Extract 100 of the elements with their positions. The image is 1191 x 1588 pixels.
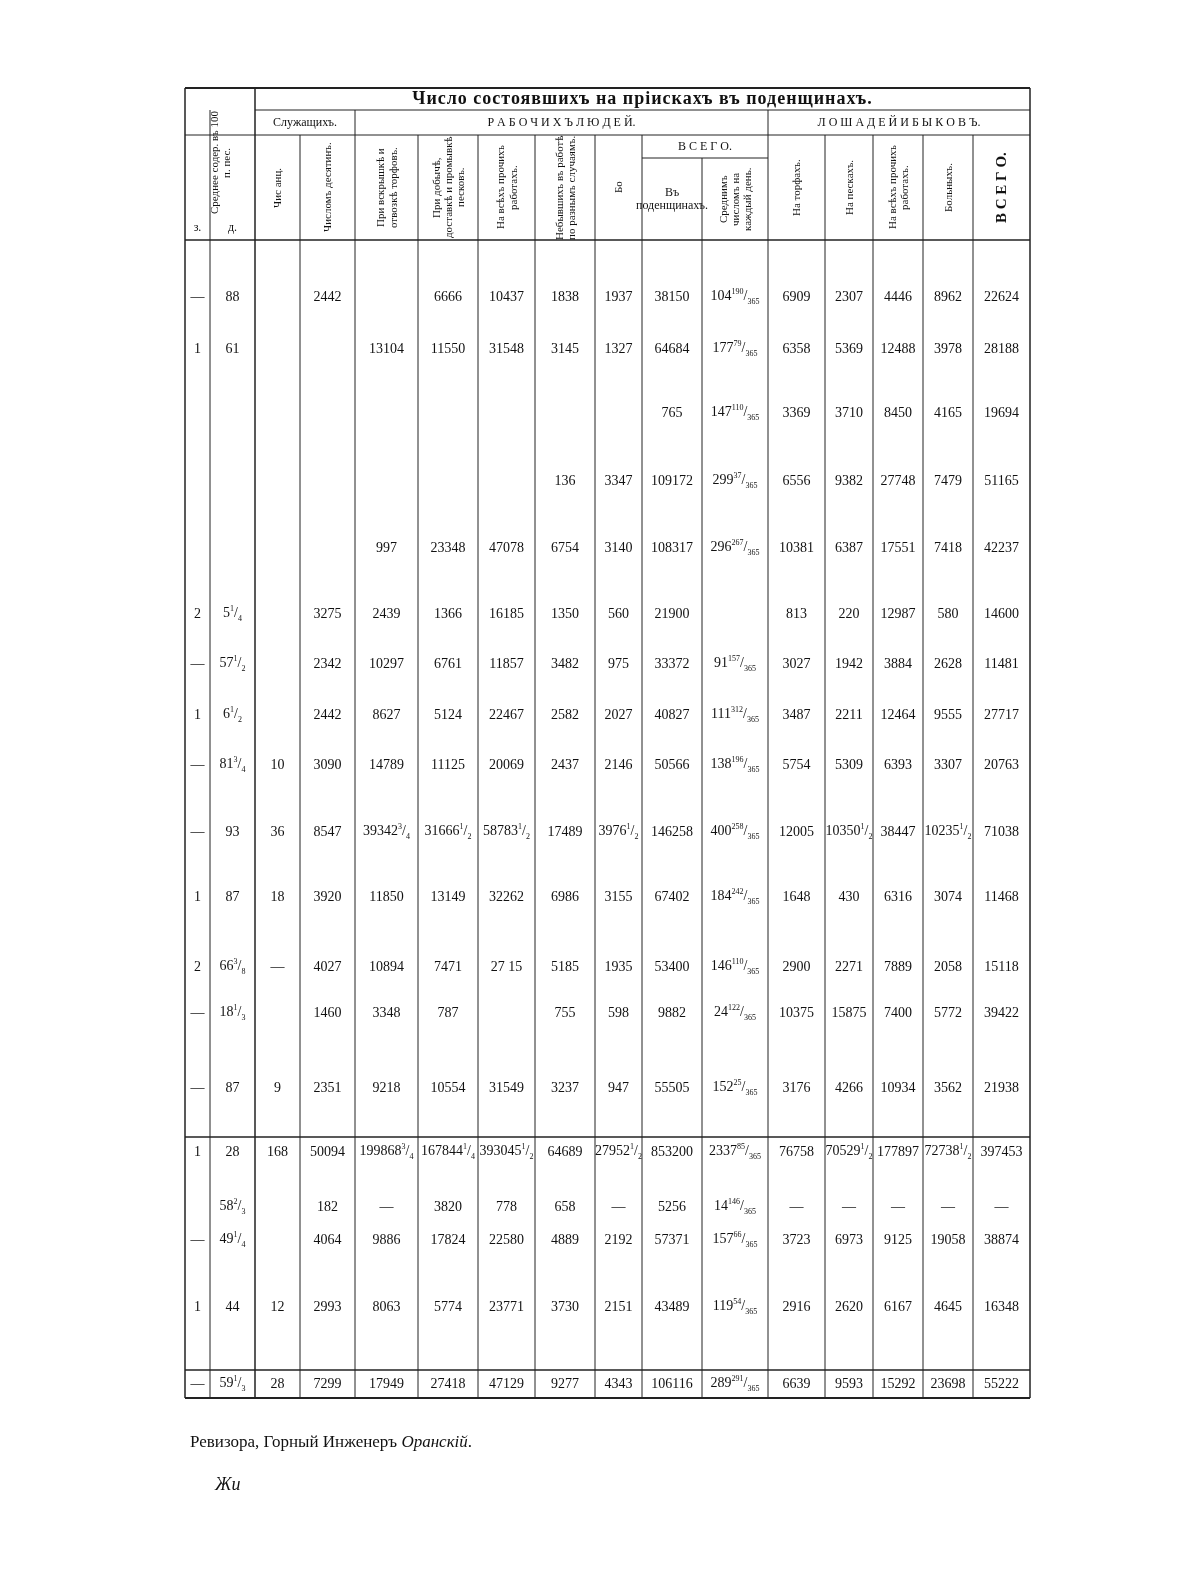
table-cell: 1 xyxy=(194,707,201,723)
table-cell: 2027 xyxy=(604,707,633,723)
table-cell: 9555 xyxy=(934,707,962,723)
table-cell: 152$^{25}$/$_{365}$ xyxy=(712,1078,758,1098)
table-cell: 15875 xyxy=(831,1005,867,1021)
table-cell: 813 xyxy=(786,606,807,622)
table-cell: 12464 xyxy=(880,707,916,723)
table-cell: 400$^{258}$/$_{365}$ xyxy=(710,822,760,842)
table-cell: 4064 xyxy=(313,1232,342,1248)
table-cell: — xyxy=(994,1199,1009,1215)
table-cell: 27717 xyxy=(984,707,1019,723)
table-cell: 87 xyxy=(225,889,240,905)
table-cell: 853200 xyxy=(651,1144,693,1160)
table-cell: — xyxy=(190,289,205,305)
table-cell: 27748 xyxy=(880,473,916,489)
table-cell: 3145 xyxy=(551,341,579,357)
table-cell: 5754 xyxy=(782,757,811,773)
table-cell: 3976$^{1}$/$_{2}$ xyxy=(598,822,639,842)
table-cell: 7889 xyxy=(884,959,912,975)
table-cell: 22580 xyxy=(489,1232,524,1248)
table-cell: — xyxy=(789,1199,804,1215)
table-cell: 2337$^{85}$/$_{365}$ xyxy=(709,1142,761,1162)
table-cell: 580 xyxy=(937,606,959,622)
column-header: Чис анц. xyxy=(271,167,284,208)
table-cell: 9218 xyxy=(372,1080,401,1096)
column-header: Бо xyxy=(612,181,625,194)
table-cell: — xyxy=(190,656,205,672)
table-cell: 3074 xyxy=(934,889,962,905)
table-cell: 2 xyxy=(194,959,201,975)
table-cell: 87 xyxy=(225,1080,240,1096)
table-cell: 22467 xyxy=(489,707,524,723)
table-cell: 19694 xyxy=(984,405,1019,421)
handwritten-note: Жи xyxy=(215,1475,241,1495)
table-cell: 778 xyxy=(496,1199,517,1215)
column-header: з. xyxy=(193,220,202,235)
table-cell: 6754 xyxy=(551,540,579,556)
table-cell: — xyxy=(270,959,285,975)
table-cell: 58783$^{1}$/$_{2}$ xyxy=(483,822,530,842)
table-cell: 61 xyxy=(225,341,240,357)
table-cell: 44 xyxy=(225,1299,240,1315)
table-cell: 3307 xyxy=(934,757,962,773)
table-cell: 787 xyxy=(437,1005,459,1021)
table-cell: 3482 xyxy=(551,656,579,672)
table-cell: 23698 xyxy=(930,1376,966,1392)
table-cell: 4027 xyxy=(313,959,342,975)
table-cell: 11468 xyxy=(984,889,1019,905)
table-cell: 21900 xyxy=(654,606,690,622)
table-cell: 40827 xyxy=(654,707,690,723)
table-cell: 1460 xyxy=(313,1005,342,1021)
table-cell: 108317 xyxy=(651,540,693,556)
table-cell: 4266 xyxy=(835,1080,863,1096)
table-cell: 5369 xyxy=(835,341,863,357)
table-cell: 33372 xyxy=(654,656,690,672)
column-header: Л О Ш А Д Е Й И Б Ы К О В Ъ. xyxy=(817,115,981,130)
table-cell: 7418 xyxy=(934,540,962,556)
table-cell: — xyxy=(190,824,205,840)
table-cell: 39342$^{3}$/$_{4}$ xyxy=(363,822,410,842)
table-cell: 19058 xyxy=(930,1232,966,1248)
table-cell: 2351 xyxy=(313,1080,342,1096)
table-cell: 104$^{190}$/$_{365}$ xyxy=(710,287,760,307)
table-cell: 72738$^{1}$/$_{2}$ xyxy=(924,1142,972,1162)
table-cell: 4165 xyxy=(934,405,962,421)
table-cell: 38447 xyxy=(880,824,916,840)
table-cell: 106116 xyxy=(651,1376,693,1392)
column-header: При добычѣ, доставкѣ и промывкѣ песковъ. xyxy=(429,135,467,240)
table-cell: 598 xyxy=(608,1005,629,1021)
table-cell: 7471 xyxy=(434,959,462,975)
table-cell: 10934 xyxy=(880,1080,916,1096)
table-cell: 3348 xyxy=(372,1005,401,1021)
table-cell: 10375 xyxy=(779,1005,814,1021)
table-cell: 2 xyxy=(194,606,201,622)
table-cell: 43489 xyxy=(654,1299,690,1315)
table-cell: 93 xyxy=(225,824,240,840)
table-cell: 3275 xyxy=(313,606,342,622)
table-cell: 32262 xyxy=(489,889,524,905)
table-cell: 3155 xyxy=(604,889,633,905)
table-cell: 11857 xyxy=(489,656,524,672)
table-cell: 42237 xyxy=(984,540,1019,556)
table-cell: 23771 xyxy=(489,1299,524,1315)
table-cell: 8063 xyxy=(372,1299,401,1315)
table-cell: — xyxy=(190,1232,205,1248)
column-header: На всѣхъ прочихъ работахъ. xyxy=(494,144,519,232)
table-cell: 220 xyxy=(838,606,860,622)
table-cell: 136 xyxy=(554,473,576,489)
column-header: В С Е Г О. xyxy=(678,139,732,154)
table-cell: 27418 xyxy=(430,1376,466,1392)
table-cell: 12488 xyxy=(880,341,916,357)
table-cell: 2437 xyxy=(551,757,579,773)
table-cell: 47129 xyxy=(489,1376,524,1392)
table-cell: 1 xyxy=(194,889,201,905)
table-cell: 2342 xyxy=(313,656,342,672)
column-header: Небывшихъ въ работѣ по разнымъ случаямъ. xyxy=(552,135,578,240)
table-cell: 299$^{37}$/$_{365}$ xyxy=(712,471,758,491)
table-cell: 3920 xyxy=(313,889,342,905)
table-cell: 3027 xyxy=(782,656,811,672)
table-cell: 6393 xyxy=(884,757,912,773)
table-cell: 6639 xyxy=(782,1376,811,1392)
table-cell: 5774 xyxy=(434,1299,462,1315)
table-cell: 3884 xyxy=(884,656,912,672)
table-cell: 167844$^{1}$/$_{4}$ xyxy=(421,1142,475,1162)
